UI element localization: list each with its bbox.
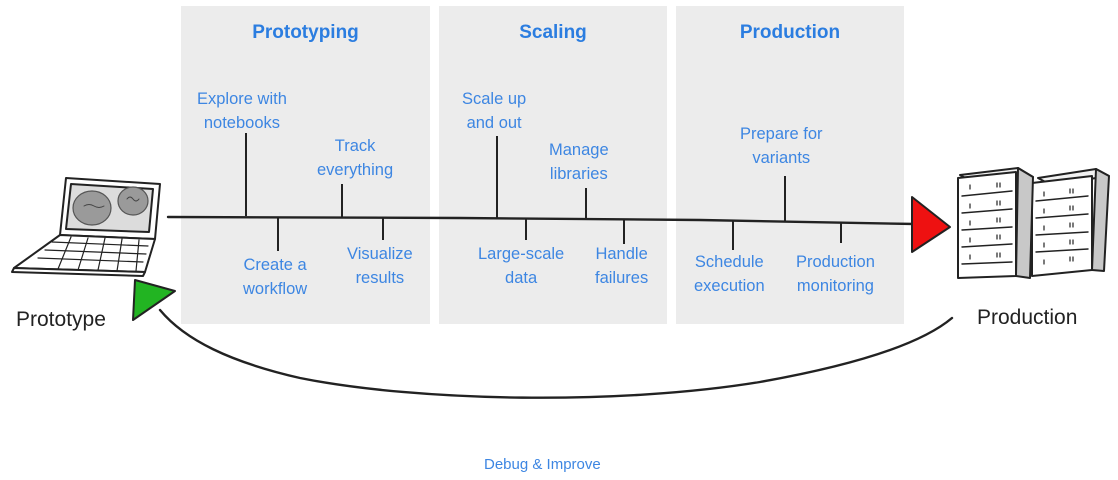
timeline-line (166, 215, 917, 226)
start-arrow-icon (132, 279, 176, 321)
end-arrow-icon (911, 196, 951, 253)
phase-title-prototyping: Prototyping (252, 22, 359, 43)
production-label: Production (977, 306, 1078, 329)
loop-label: Debug & Improve (484, 456, 601, 473)
phase-panel-scaling: Scaling (439, 6, 667, 324)
loop-curve (158, 308, 954, 399)
servers-icon (957, 167, 1110, 279)
phase-title-scaling: Scaling (519, 22, 587, 43)
phase-title-production: Production (739, 22, 841, 43)
prototype-label: Prototype (16, 308, 106, 331)
laptop-icon (11, 177, 161, 277)
phase-panel-prototyping: Prototyping (181, 6, 430, 324)
phase-panel-production: Production (676, 6, 904, 324)
